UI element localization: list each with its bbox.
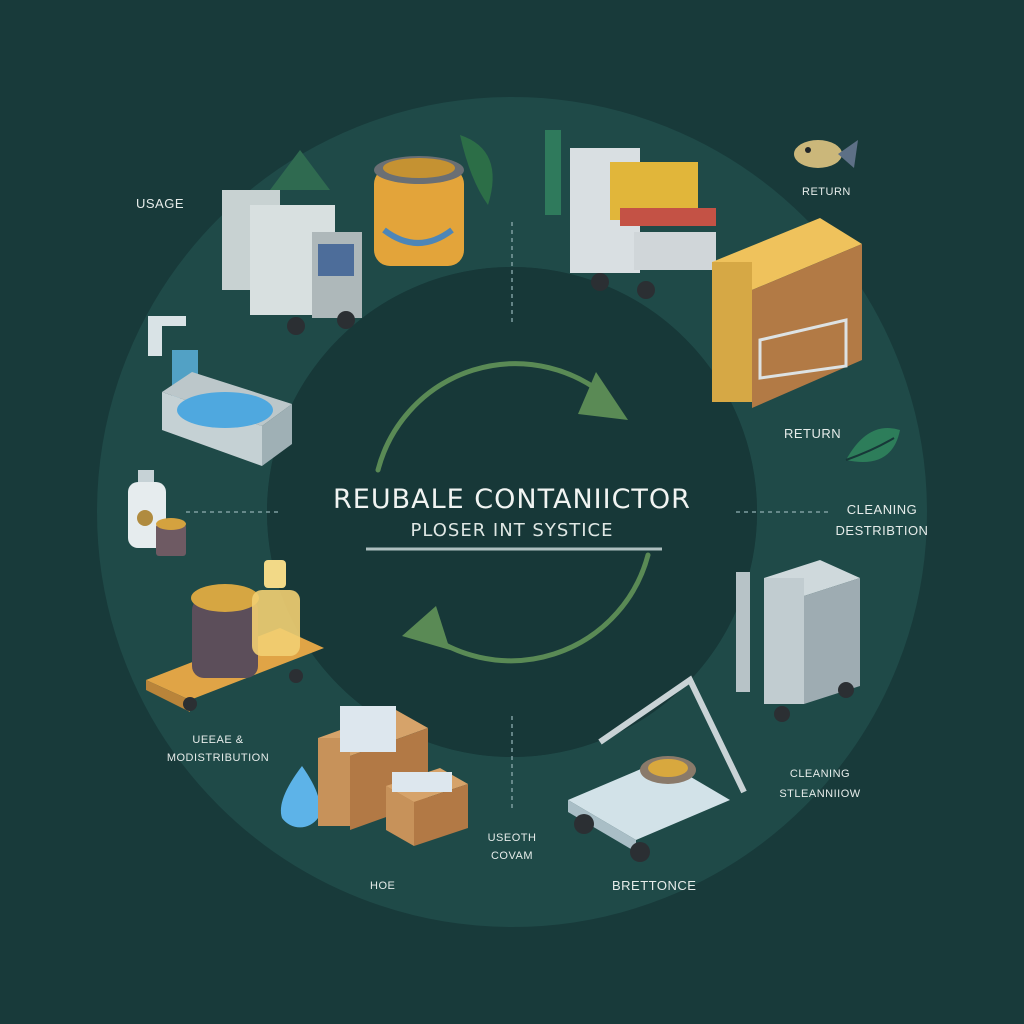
cycle-arrow-top (375, 361, 611, 473)
label-cleaning-right-line-2: STLEANNIIOW (779, 788, 861, 800)
label-cleaning-distribution: CLEANING DESTRIBTION (826, 502, 938, 539)
label-cleaning-distribution-line-1: CLEANING (846, 502, 918, 517)
diagram-subtitle: PLOSER INT SYSTICE (410, 520, 614, 541)
label-useoth-line-1: USEOTH (487, 832, 537, 844)
cleaning-machine-icon (568, 675, 747, 862)
water-drop-icon (280, 766, 320, 828)
background-ring (97, 97, 927, 927)
label-useoth-line-2: COVAM (490, 850, 534, 862)
label-ueeae-line-1: UEEAE & (192, 734, 244, 746)
label-ueeae-line-2: MODISTRIBUTION (166, 752, 270, 764)
food-truck-icon (545, 130, 716, 299)
diagram-title: REUBALE CONTANIICTOR (333, 484, 691, 515)
label-cleaning-distribution-line-2: DESTRIBTION (835, 523, 929, 538)
label-cleaning-right: CLEANING STLEANNIIOW (760, 766, 880, 802)
delivery-truck-icon (222, 150, 362, 335)
recycling-bottle-icon (128, 470, 186, 556)
label-cleaning-right-line-1: CLEANING (789, 768, 851, 780)
water-tub-icon (148, 316, 292, 466)
cleaning-cart-icon (736, 560, 860, 722)
grain-pot-cart-icon (146, 560, 324, 712)
grain-jar-icon (374, 135, 493, 266)
label-return-top: RETURN (802, 186, 851, 198)
inner-disc (267, 267, 757, 757)
shipping-container-icon (712, 218, 862, 408)
label-brettonce: BRETTONCE (612, 878, 697, 893)
arrowhead-top-icon (578, 372, 628, 420)
cycle-arrows (375, 361, 651, 664)
connector-lines (186, 222, 830, 812)
arrowhead-bottom-icon (402, 606, 450, 650)
label-return-right: RETURN (784, 426, 842, 441)
label-ueeae: UEEAE & MODISTRIBUTION (164, 732, 272, 766)
bottle-boxes-icon (318, 706, 468, 846)
fish-icon (794, 140, 858, 168)
label-hoe: HOE (370, 880, 396, 892)
label-usage: USAGE (136, 196, 185, 211)
cycle-arrow-bottom (417, 552, 651, 664)
label-useoth: USEOTH COVAM (470, 830, 554, 864)
leaf-icon (845, 428, 900, 462)
